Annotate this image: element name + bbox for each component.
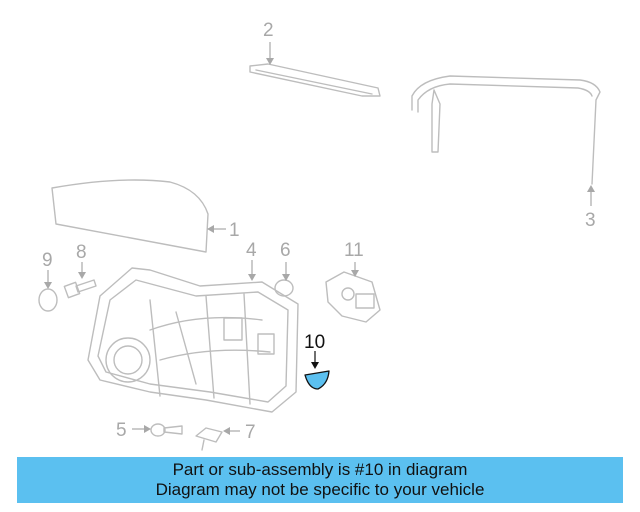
banner-line-disclaimer: Diagram may not be specific to your vehi… <box>155 480 485 499</box>
callout-9[interactable]: 9 <box>42 250 53 271</box>
part-10-highlighted[interactable] <box>304 370 330 390</box>
part-9-grommet[interactable] <box>38 288 58 312</box>
banner-line-part-number: Part or sub-assembly is #10 in diagram <box>172 460 468 479</box>
part-5-screw[interactable] <box>150 423 183 437</box>
callout-7[interactable]: 7 <box>245 422 256 443</box>
part-4-window-regulator[interactable] <box>87 267 299 413</box>
parts-diagram: 2 3 1 9 8 4 <box>38 20 601 451</box>
part-3-weatherstrip[interactable] <box>411 75 601 185</box>
part-2-belt-molding[interactable] <box>249 63 381 97</box>
callout-1[interactable]: 1 <box>229 220 240 241</box>
part-1-door-glass[interactable] <box>51 179 209 253</box>
callout-6[interactable]: 6 <box>280 240 291 261</box>
callout-4[interactable]: 4 <box>246 240 257 261</box>
callout-5[interactable]: 5 <box>116 420 127 441</box>
callout-11[interactable]: 11 <box>344 240 364 261</box>
part-11-regulator-motor[interactable] <box>325 271 381 323</box>
callout-2[interactable]: 2 <box>263 20 274 41</box>
part-8-bolt[interactable] <box>63 279 97 299</box>
part-6-grommet[interactable] <box>274 279 294 297</box>
callout-8[interactable]: 8 <box>76 242 87 263</box>
callout-3[interactable]: 3 <box>585 210 596 231</box>
callout-10[interactable]: 10 <box>304 332 325 353</box>
info-banner: Part or sub-assembly is #10 in diagram D… <box>17 457 623 503</box>
part-7-clip[interactable] <box>195 427 223 451</box>
